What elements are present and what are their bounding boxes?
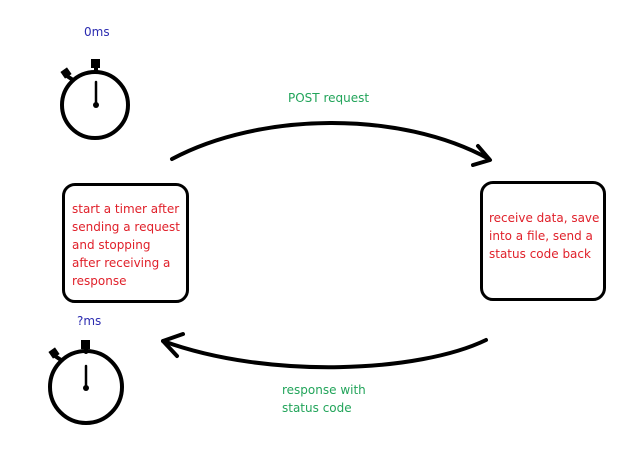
request-arrow-label: POST request — [288, 91, 370, 105]
response-arrow — [161, 332, 488, 370]
client-box-text: start a timer after sending a request an… — [72, 202, 181, 288]
start-time-label: 0ms — [84, 25, 110, 39]
server-box-text: receive data, save into a file, send a s… — [489, 211, 600, 261]
request-arrow — [170, 121, 492, 167]
client-box: start a timer after sending a request an… — [62, 183, 189, 303]
stopwatch-bottom-icon — [48, 340, 124, 425]
end-time-label: ?ms — [77, 314, 102, 328]
response-arrow-label: response with status code — [282, 383, 366, 415]
server-box: receive data, save into a file, send a s… — [480, 181, 606, 301]
stopwatch-top-icon — [60, 59, 130, 140]
